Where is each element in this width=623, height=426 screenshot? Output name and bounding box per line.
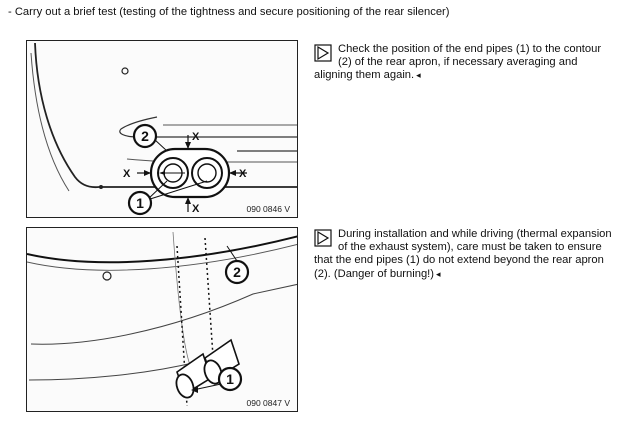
note-arrow-icon	[314, 44, 332, 62]
callout-1: 1	[136, 195, 144, 211]
figure-code: 090 0846 V	[245, 204, 291, 214]
end-marker: ◂	[416, 70, 421, 81]
note-text: Check the position of the end pipes (1) …	[314, 43, 602, 82]
marker-x-right: X	[239, 168, 247, 180]
callout-1: 1	[226, 371, 234, 387]
callout-2: 2	[233, 264, 241, 280]
illustration-end-pipe-clearance: 1 2 090 0847 V	[26, 227, 298, 412]
note-check-end-pipes: Check the position of the end pipes (1) …	[314, 43, 614, 83]
marker-x-left: X	[123, 168, 131, 180]
note-text: During installation and while driving (t…	[314, 228, 612, 280]
callout-2: 2	[141, 128, 149, 144]
marker-x-top: X	[192, 131, 200, 143]
illustration-end-pipe-position: 2 1 X X X X 090 0846 V	[26, 40, 298, 218]
figure-code: 090 0847 V	[245, 398, 291, 408]
end-pipe-clearance-drawing: 1 2	[27, 231, 297, 407]
note-danger-of-burning: During installation and while driving (t…	[314, 228, 614, 281]
end-pipe-position-drawing: 2 1 X X X X	[30, 42, 297, 216]
intro-instruction: - Carry out a brief test (testing of the…	[8, 6, 450, 18]
end-marker: ◂	[436, 268, 441, 279]
note-arrow-icon	[314, 229, 332, 247]
marker-x-bottom: X	[192, 203, 200, 215]
